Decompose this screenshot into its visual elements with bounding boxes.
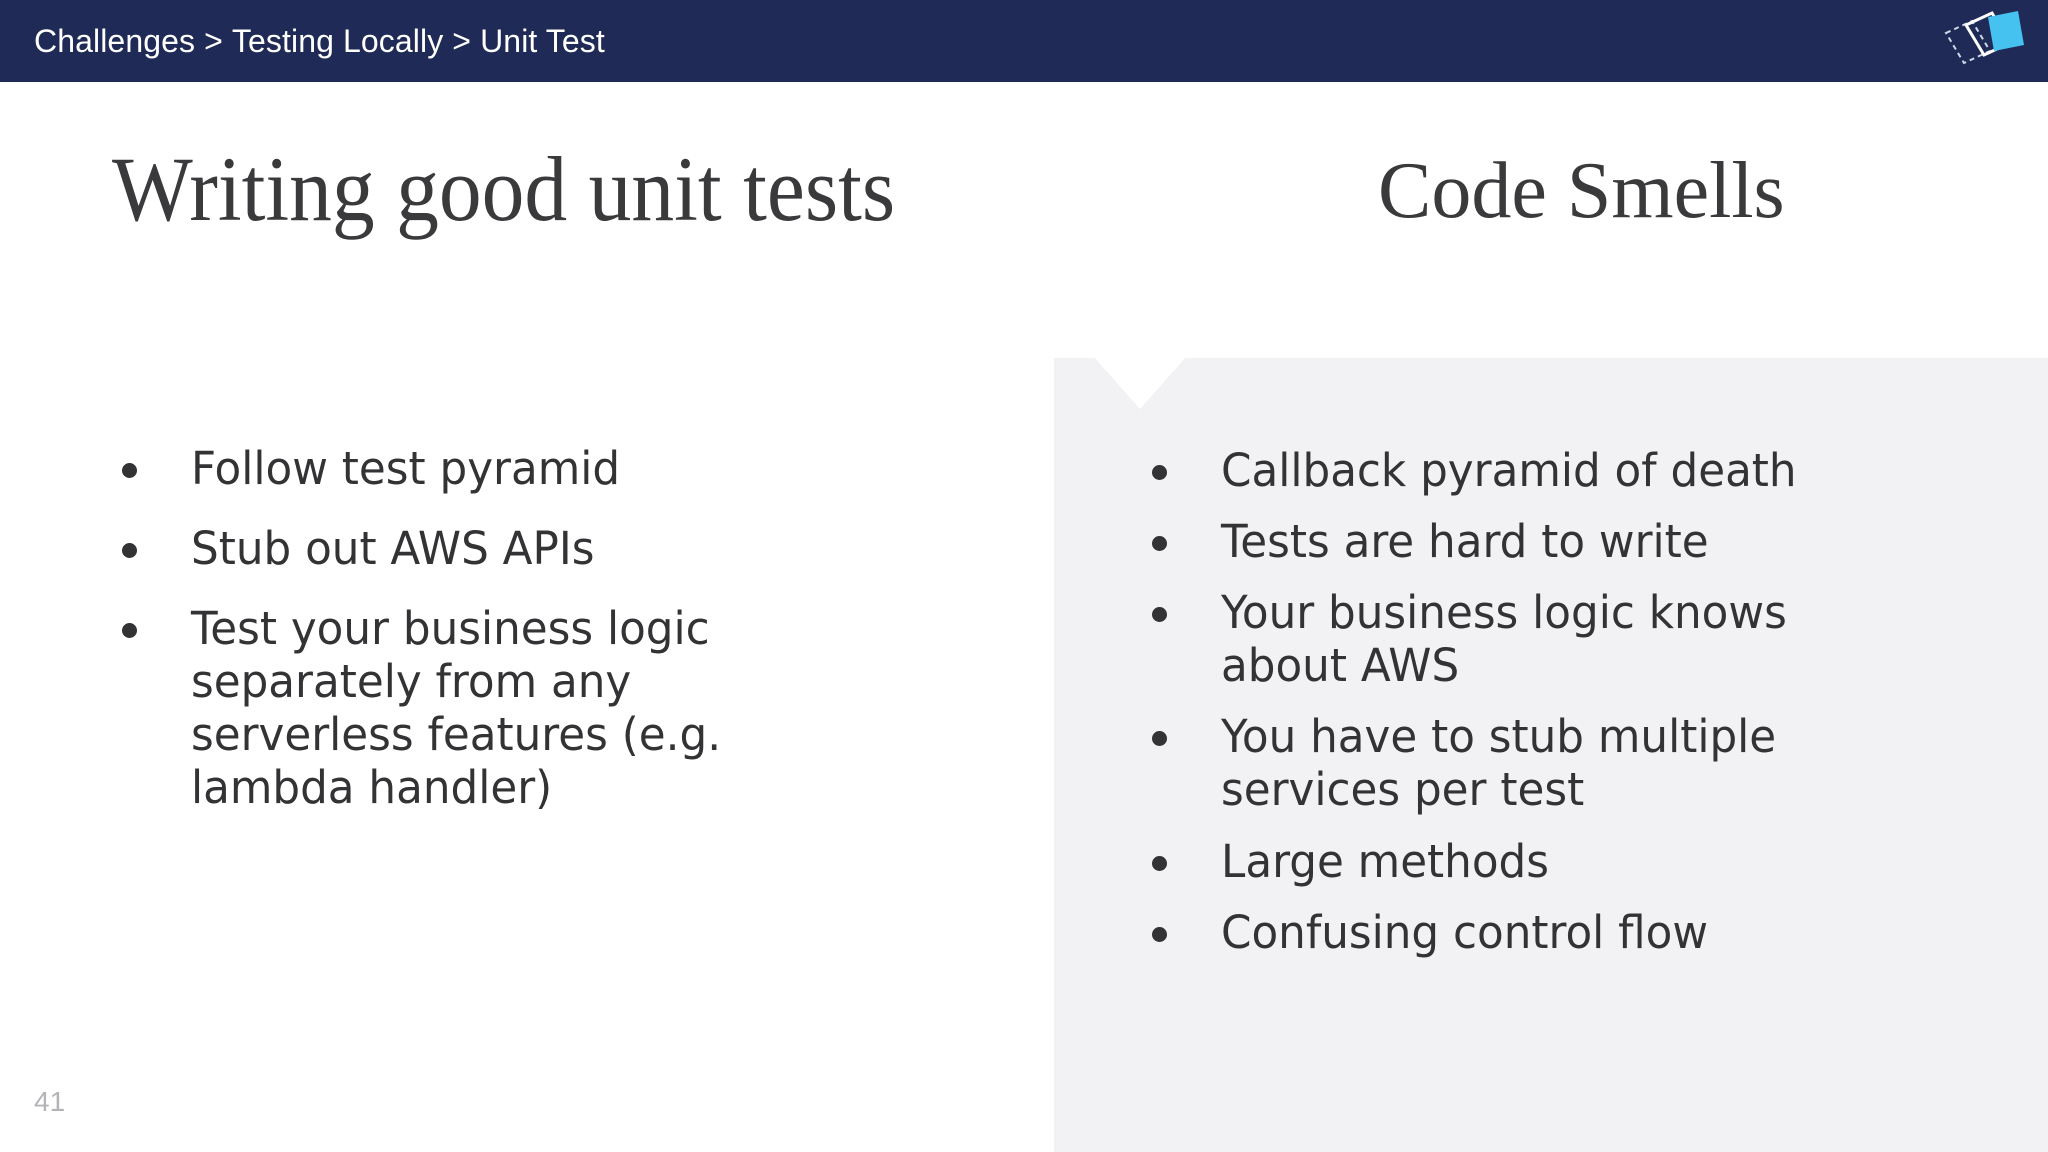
list-item: Large methods xyxy=(1152,835,1902,888)
bullet-dot-icon xyxy=(1152,926,1167,942)
breadcrumb-separator-icon: > xyxy=(204,22,223,59)
breadcrumb-item-unit-test[interactable]: Unit Test xyxy=(480,22,605,59)
bullet-dot-icon xyxy=(1152,536,1167,552)
brand-logo xyxy=(1936,5,2032,77)
top-breadcrumb-bar: Challenges > Testing Locally > Unit Test xyxy=(0,0,2048,82)
list-item-label: You have to stub multiple services per t… xyxy=(1221,710,1777,817)
bullet-dot-icon xyxy=(1152,607,1167,623)
bullet-dot-icon xyxy=(122,623,137,639)
bullet-dot-icon xyxy=(122,543,137,559)
list-item-label: Callback pyramid of death xyxy=(1221,444,1797,497)
list-item: Test your business logic separately from… xyxy=(122,602,812,814)
page-number: 41 xyxy=(34,1086,66,1117)
breadcrumb-item-challenges[interactable]: Challenges xyxy=(34,22,196,59)
list-item: Follow test pyramid xyxy=(122,442,812,495)
list-item: Confusing control flow xyxy=(1152,906,1902,959)
bullet-dot-icon xyxy=(1152,465,1167,480)
isometric-panels-logo-icon xyxy=(1944,11,2024,65)
list-item: Stub out AWS APIs xyxy=(122,522,812,575)
list-item-label: Tests are hard to write xyxy=(1221,515,1709,569)
list-item: Your business logic knows about AWS xyxy=(1152,586,1902,692)
breadcrumb: Challenges > Testing Locally > Unit Test xyxy=(34,23,605,60)
bullet-dot-icon xyxy=(1152,731,1167,747)
list-item-label: Your business logic knows about AWS xyxy=(1221,586,1787,693)
callout-notch-pointer xyxy=(1094,357,1186,409)
bullet-dot-icon xyxy=(122,463,137,478)
bullet-dot-icon xyxy=(1152,855,1167,871)
list-item: Callback pyramid of death xyxy=(1152,444,1902,497)
list-item-label: Follow test pyramid xyxy=(191,442,621,495)
list-item-label: Test your business logic separately from… xyxy=(191,602,722,815)
code-smells-callout-panel xyxy=(1054,358,2048,1152)
list-item: Tests are hard to write xyxy=(1152,515,1902,568)
list-item: You have to stub multiple services per t… xyxy=(1152,710,1902,816)
breadcrumb-separator-icon: > xyxy=(452,22,472,59)
right-column-heading: Code Smells xyxy=(1378,147,1785,235)
left-column-heading: Writing good unit tests xyxy=(112,138,896,240)
breadcrumb-item-testing-locally[interactable]: Testing Locally xyxy=(231,22,444,59)
list-item-label: Confusing control flow xyxy=(1221,905,1709,959)
left-bullet-list: Follow test pyramid Stub out AWS APIs Te… xyxy=(122,442,812,842)
list-item-label: Stub out AWS APIs xyxy=(191,522,595,576)
right-bullet-list: Callback pyramid of death Tests are hard… xyxy=(1152,444,1902,977)
list-item-label: Large methods xyxy=(1221,834,1549,888)
